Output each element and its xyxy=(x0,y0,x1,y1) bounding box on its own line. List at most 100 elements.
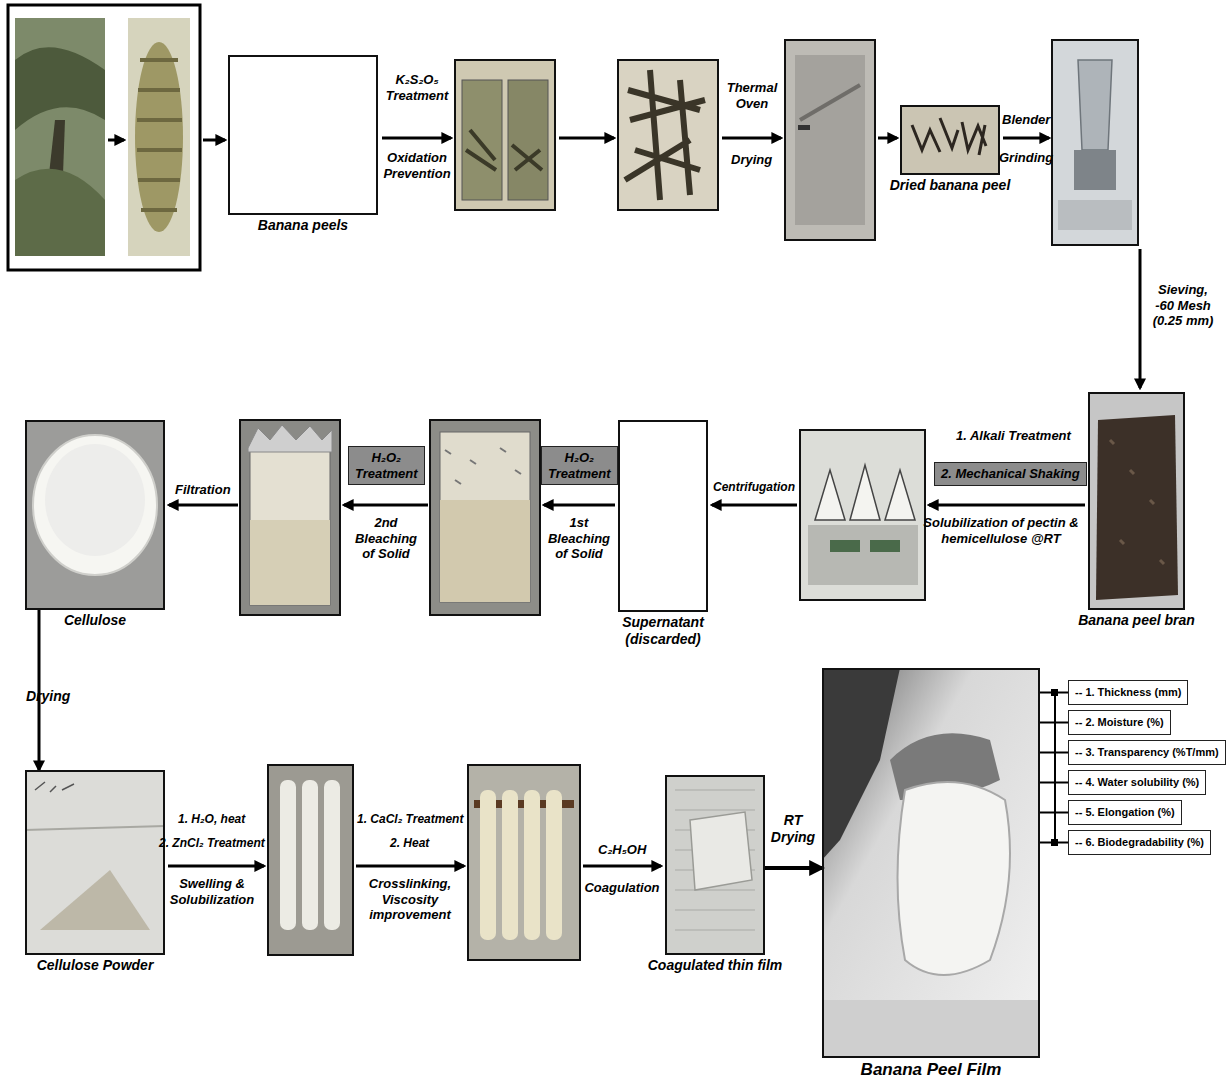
dried-peel-photo xyxy=(900,105,1000,175)
photo-panel: Cellulose Powder xyxy=(25,770,165,955)
photo-caption: Coagulated thin film xyxy=(648,957,783,974)
coagulated-film-photo xyxy=(665,775,765,955)
blender-photo xyxy=(1052,40,1138,245)
step-label: 1st Bleaching of Solid xyxy=(543,515,615,562)
coagulated-film-photo xyxy=(690,812,752,890)
edge-label: Drying xyxy=(26,688,70,705)
step-label: Filtration xyxy=(175,482,231,498)
step-label: Sieving, -60 Mesh (0.25 mm) xyxy=(1149,282,1217,329)
shaker-photo xyxy=(800,430,925,600)
second-bleaching-photo xyxy=(250,520,330,605)
property-box: -- 2. Moisture (%) xyxy=(1068,710,1171,735)
photo-panel: Banana peels xyxy=(228,55,378,215)
crosslinking-tubes-photo xyxy=(524,790,540,940)
shaker-photo xyxy=(815,465,915,520)
cellulose-powder-photo xyxy=(35,782,74,792)
swelling-tube-photo xyxy=(268,765,353,955)
highlight-tag: 2. Mechanical Shaking xyxy=(934,462,1087,486)
treated-peel-photo xyxy=(625,70,705,200)
plant-photo-frame xyxy=(135,42,183,232)
blender-photo xyxy=(1052,40,1138,245)
photo-caption: Banana peels xyxy=(258,217,348,234)
shaker-photo xyxy=(800,430,925,600)
dried-peel-photo xyxy=(912,118,986,155)
banana-film-photo xyxy=(822,668,1040,1058)
process-arrows xyxy=(344,504,428,507)
property-bracket xyxy=(1054,692,1056,843)
plant-photo-frame xyxy=(128,18,190,256)
property-text: -- 5. Elongation (%) xyxy=(1075,801,1175,823)
property-bracket xyxy=(1051,689,1058,846)
process-arrows xyxy=(544,504,615,507)
plant-photo-frame xyxy=(8,5,200,270)
photo-panel: Banana Peel Film xyxy=(822,668,1040,1058)
blender-photo xyxy=(1074,150,1116,190)
cellulose-photo xyxy=(25,420,165,610)
swelling-tube-photo xyxy=(268,765,353,955)
crosslinking-tubes-photo xyxy=(468,765,580,960)
photo-caption: Cellulose xyxy=(64,612,126,629)
swelling-tube-photo xyxy=(280,780,296,930)
highlight-tag: H₂O₂ Treatment xyxy=(348,446,425,485)
blender-photo xyxy=(1078,60,1112,150)
cellulose-powder-photo xyxy=(25,770,165,955)
process-arrows xyxy=(108,139,124,142)
bracket-line xyxy=(1040,692,1068,694)
bracket-line xyxy=(1040,722,1068,724)
process-arrows xyxy=(1139,249,1142,388)
blender-photo xyxy=(1058,200,1132,230)
banana-film-photo xyxy=(898,782,1011,975)
process-arrows xyxy=(203,139,225,142)
beaker-photo xyxy=(455,60,555,210)
second-bleaching-photo xyxy=(248,425,332,452)
beaker-photo xyxy=(462,80,502,200)
step-label: Swelling & Solubilization xyxy=(167,876,257,907)
first-bleaching-photo xyxy=(430,420,540,615)
tag-text: H₂O₂ Treatment xyxy=(548,450,611,481)
photo-panel: Cellulose xyxy=(25,420,165,610)
tag-text: 2. Mechanical Shaking xyxy=(941,466,1080,482)
crosslinking-tubes-photo xyxy=(468,765,580,960)
photo-caption: Banana peel bran xyxy=(1078,612,1195,629)
oven-photo xyxy=(785,40,875,240)
first-bleaching-photo xyxy=(440,432,530,602)
bracket-line xyxy=(1040,752,1068,754)
treated-peel-photo xyxy=(618,60,718,210)
swelling-tube-photo xyxy=(324,780,340,930)
property-box: -- 3. Transparency (%T/mm) xyxy=(1068,740,1226,765)
process-arrows xyxy=(108,138,1140,866)
tag-text: H₂O₂ Treatment xyxy=(355,450,418,481)
photo-caption: Cellulose Powder xyxy=(37,957,154,974)
banana-film-photo xyxy=(822,668,1040,1058)
step-label: 1. Alkali Treatment xyxy=(956,428,1071,444)
property-box: -- 1. Thickness (mm) xyxy=(1068,680,1188,705)
bran-photo xyxy=(1110,440,1164,564)
process-arrows xyxy=(168,865,264,868)
cellulose-powder-photo xyxy=(25,826,165,830)
step-label: 2nd Bleaching of Solid xyxy=(348,515,424,562)
process-arrows xyxy=(722,137,781,140)
cellulose-powder-photo xyxy=(40,870,150,930)
property-text: -- 2. Moisture (%) xyxy=(1075,711,1164,733)
oven-photo xyxy=(795,55,865,225)
plant-photo-frame xyxy=(15,18,105,256)
process-arrows xyxy=(583,865,661,868)
property-text: -- 3. Transparency (%T/mm) xyxy=(1075,741,1219,763)
step-label: Thermal Oven xyxy=(721,80,783,111)
photo-panel: Coagulated thin film xyxy=(665,775,765,955)
bracket-line xyxy=(1040,812,1068,814)
coagulated-film-photo xyxy=(675,790,755,930)
treated-peel-photo xyxy=(618,60,718,210)
shaker-photo xyxy=(808,525,918,585)
property-text: -- 6. Biodegradability (%) xyxy=(1075,831,1204,853)
second-bleaching-photo xyxy=(240,420,340,615)
process-arrow xyxy=(765,866,822,870)
step-label: Coagulation xyxy=(582,880,662,896)
photo-panel: Banana peel bran xyxy=(1088,392,1185,610)
step-label: Oxidation Prevention xyxy=(381,150,453,181)
banana-film-photo xyxy=(822,668,900,860)
step-label: Solubilization of pectin & hemicellulose… xyxy=(918,515,1084,546)
photo-caption: Dried banana peel xyxy=(890,177,1011,194)
first-bleaching-photo xyxy=(430,420,540,615)
